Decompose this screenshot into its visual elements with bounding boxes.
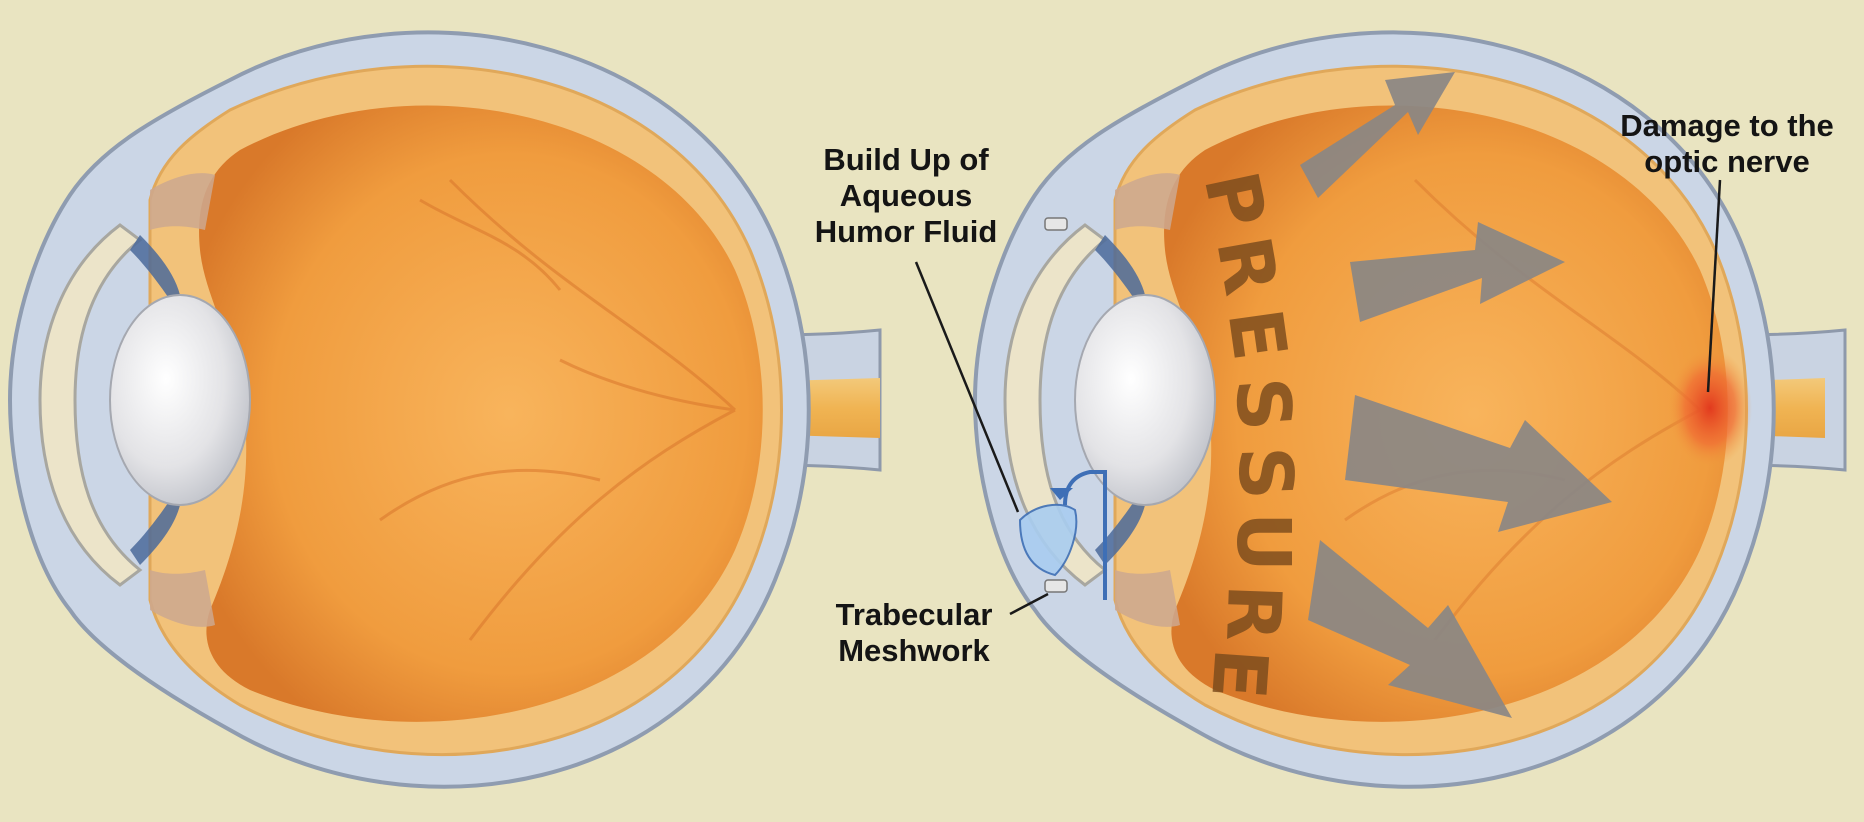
- trabecular-meshwork-top: [1045, 218, 1067, 230]
- trabecular-label-line1: Trabecular: [836, 597, 993, 632]
- lens: [110, 295, 250, 505]
- pressure-letter: U: [1220, 512, 1306, 572]
- normal-eye: [10, 32, 880, 786]
- build-up-label-line3: Humor Fluid: [815, 214, 998, 249]
- pressure-letter: E: [1194, 646, 1283, 702]
- trabecular-label-line2: Meshwork: [838, 633, 990, 668]
- build-up-label-line1: Build Up of: [823, 142, 989, 177]
- pressure-letter: S: [1218, 375, 1308, 434]
- pressure-letter: S: [1221, 445, 1309, 501]
- trabecular-meshwork: [1045, 580, 1067, 592]
- damage-label-line2: optic nerve: [1644, 144, 1809, 179]
- damage-label-line1: Damage to the: [1620, 108, 1834, 143]
- build-up-label-line2: Aqueous: [840, 178, 973, 213]
- pressure-letter: R: [1209, 583, 1297, 643]
